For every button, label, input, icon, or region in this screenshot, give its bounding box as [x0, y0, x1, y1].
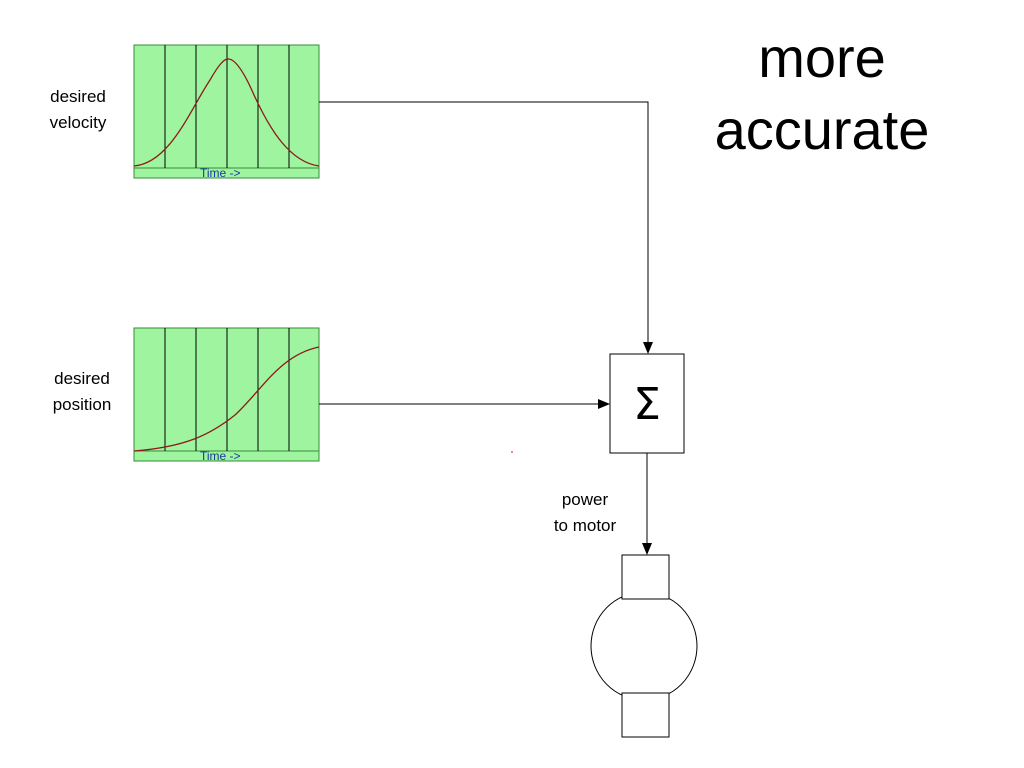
power-to-motor-label: power to motor	[535, 487, 635, 539]
velocity-curve	[133, 58, 320, 167]
position-label-line-1: desired	[54, 369, 110, 388]
position-curve	[133, 346, 320, 452]
position-label-line-2: position	[52, 395, 112, 414]
power-label-line-1: power	[561, 490, 609, 509]
power-label-line-2: to motor	[553, 516, 617, 535]
summing-block	[609, 353, 685, 454]
slide-title: more accurate	[690, 22, 954, 166]
velocity-label-line-1: desired	[50, 87, 106, 106]
position-time-axis-label: Time ->	[200, 449, 241, 463]
velocity-graph	[133, 44, 320, 179]
velocity-label-line-2: velocity	[49, 113, 107, 132]
velocity-connector	[319, 101, 653, 354]
velocity-time-axis-label: Time ->	[200, 166, 241, 180]
desired-velocity-label: desired velocity	[30, 84, 126, 136]
motor	[590, 554, 698, 738]
title-line-1: more	[758, 26, 886, 89]
position-graph	[133, 327, 320, 462]
sigma-symbol: Σ	[633, 378, 661, 430]
desired-position-label: desired position	[34, 366, 130, 418]
title-line-2: accurate	[714, 98, 930, 161]
